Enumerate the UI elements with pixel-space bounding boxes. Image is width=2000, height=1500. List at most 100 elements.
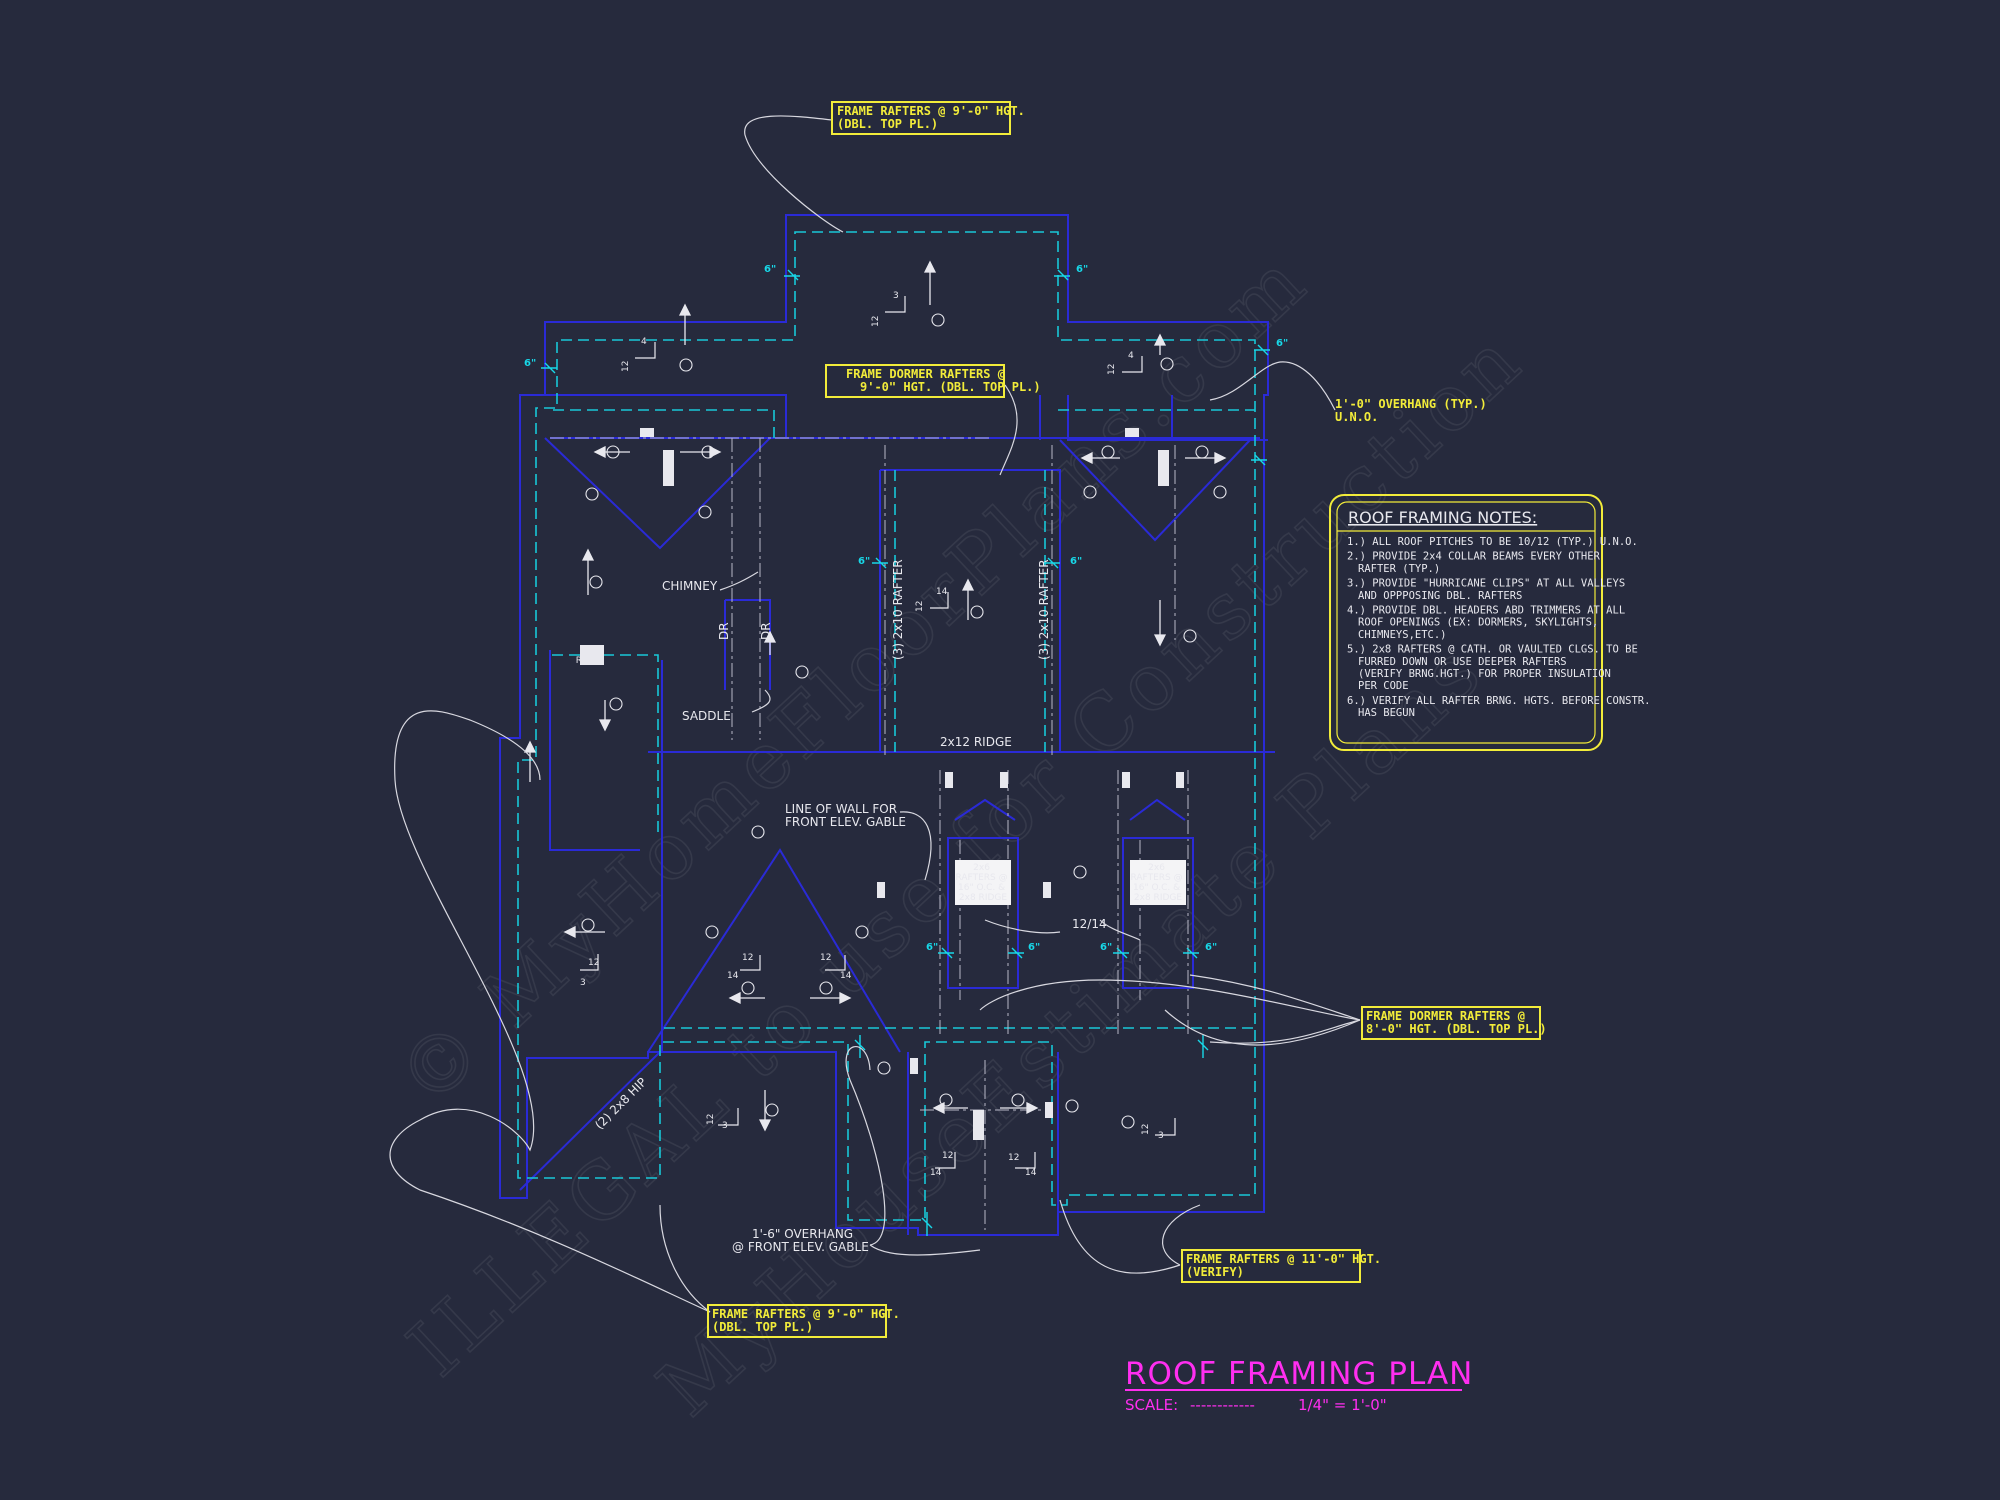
notes-list: 1.) ALL ROOF PITCHES TO BE 10/12 (TYP.) … bbox=[1347, 536, 1650, 719]
header-blocks bbox=[580, 428, 1184, 1140]
pitch-run-7: 12 bbox=[820, 953, 831, 963]
ridge-box-size: 2x6 bbox=[582, 646, 599, 656]
pitch-run-1: 12 bbox=[871, 316, 881, 327]
ridge-2x12-label: 2x12 RIDGE bbox=[940, 735, 1012, 749]
dormer-box-line-1b: 2x6 bbox=[1148, 863, 1165, 873]
eave-lines bbox=[517, 231, 1256, 1221]
callout-rafters-bottom-line-1: FRAME RAFTERS @ 9'-0" HGT. bbox=[712, 1307, 900, 1321]
pitch-run-8: 12 bbox=[706, 1114, 716, 1125]
callout-overhang-typ-line-1: 1'-0" OVERHANG (TYP.) bbox=[1335, 397, 1487, 411]
dormer-box-line-3b: 16" O.C. & bbox=[1133, 883, 1180, 893]
dormer-box-line-2b: RAFTERS @ bbox=[1131, 873, 1183, 883]
dormer-box-line-2: RAFTERS @ bbox=[956, 873, 1008, 883]
callout-front-overhang-line-2: @ FRONT ELEV. GABLE bbox=[732, 1240, 869, 1254]
scale-value: 1/4" = 1'-0" bbox=[1298, 1396, 1387, 1414]
callout-overhang-typ: 1'-0" OVERHANG (TYP.) U.N.O. bbox=[1335, 397, 1487, 424]
note-6-line-1: 6.) VERIFY ALL RAFTER BRNG. HGTS. BEFORE… bbox=[1347, 695, 1650, 707]
dormer-box-line-3: 16" O.C. & bbox=[958, 883, 1005, 893]
callout-front-overhang-line-1: 1'-6" OVERHANG bbox=[752, 1227, 853, 1241]
pitch-rise-11: 14 bbox=[1025, 1168, 1037, 1178]
callout-dormer-top: FRAME DORMER RAFTERS @ 9'-0" HGT. (DBL. … bbox=[825, 364, 1041, 398]
pitch-run-5: 12 bbox=[588, 958, 599, 968]
callout-rafters-bottom-line-2: (DBL. TOP PL.) bbox=[712, 1320, 813, 1334]
note-5-line-3: (VERIFY BRNG.HGT.) FOR PROPER INSULATION bbox=[1358, 668, 1611, 680]
scale-dashes: ------------ bbox=[1190, 1396, 1255, 1414]
pitch-run-9: 12 bbox=[1141, 1124, 1151, 1135]
note-3-line-1: 3.) PROVIDE "HURRICANE CLIPS" AT ALL VAL… bbox=[1347, 578, 1625, 590]
framing-lines bbox=[550, 437, 1189, 1230]
pitch-run-10: 12 bbox=[942, 1151, 953, 1161]
dormer-right: 2x6 RAFTERS @ 16" O.C. & 2x8 RIDGE bbox=[1122, 837, 1194, 989]
pitch-rise-10: 14 bbox=[930, 1168, 942, 1178]
ridge-box-label: RIDGE bbox=[576, 656, 605, 666]
note-3-line-2: AND OPPPOSING DBL. RAFTERS bbox=[1358, 590, 1522, 602]
note-2-line-2: RAFTER (TYP.) bbox=[1358, 563, 1440, 575]
overhang-label-7: 6" bbox=[926, 942, 938, 953]
note-4-line-3: CHIMNEYS,ETC.) bbox=[1358, 629, 1447, 641]
overhang-label-1: 6" bbox=[764, 264, 776, 275]
notes-heading: ROOF FRAMING NOTES: bbox=[1348, 508, 1537, 527]
drawing-title: ROOF FRAMING PLAN bbox=[1125, 1356, 1473, 1392]
pitch-rise-6: 14 bbox=[727, 971, 739, 981]
line-of-wall-label-2: FRONT ELEV. GABLE bbox=[785, 815, 906, 829]
callout-top-rafters: FRAME RAFTERS @ 9'-0" HGT. (DBL. TOP PL.… bbox=[831, 101, 1025, 135]
overhang-label-3: 6" bbox=[524, 358, 536, 369]
ridge-box: 2x6 RIDGE bbox=[576, 646, 605, 666]
overhang-ticks bbox=[541, 269, 1270, 1236]
line-of-wall-label-1: LINE OF WALL FOR bbox=[785, 802, 897, 816]
callout-dormer-top-line-2: 9'-0" HGT. (DBL. TOP PL.) bbox=[860, 380, 1041, 394]
pitch-run-4: 12 bbox=[915, 601, 925, 612]
pitch-symbols bbox=[580, 296, 1176, 1169]
svg-text:2x6 RAFTERS @ 16": 2x6 RAFTERS @ 16" O.C. & 2x8 RIDGE bbox=[956, 863, 1011, 903]
rafter-label-left: (3) 2x10 RAFTER bbox=[891, 559, 905, 660]
pitch-rise-3: 4 bbox=[1128, 351, 1134, 361]
callout-overhang-typ-line-2: U.N.O. bbox=[1335, 410, 1378, 424]
note-5-line-1: 5.) 2x8 RAFTERS @ CATH. OR VAULTED CLGS.… bbox=[1347, 644, 1638, 656]
overhang-label-8: 6" bbox=[1028, 942, 1040, 953]
note-2-line-1: 2.) PROVIDE 2x4 COLLAR BEAMS EVERY OTHER bbox=[1347, 551, 1601, 563]
pitch-rise-7: 14 bbox=[840, 971, 852, 981]
callout-top-rafters-line-1: FRAME RAFTERS @ 9'-0" HGT. bbox=[837, 104, 1025, 118]
overhang-labels: 6" 6" 6" 6" 6" 6" 6" 6" 6" 6" bbox=[524, 264, 1288, 953]
dormer-box-line-4b: 2x8 RIDGE bbox=[1134, 893, 1182, 903]
callout-rafters-11-line-2: (VERIFY) bbox=[1186, 1265, 1244, 1279]
saddle-label: SADDLE bbox=[682, 709, 731, 723]
note-5-line-2: FURRED DOWN OR USE DEEPER RAFTERS bbox=[1358, 656, 1567, 668]
note-4-line-1: 4.) PROVIDE DBL. HEADERS ABD TRIMMERS AT… bbox=[1347, 605, 1625, 617]
watermark-line-2: ILLEGAL to use for Construction bbox=[392, 313, 1541, 1393]
scale-label: SCALE: bbox=[1125, 1396, 1178, 1414]
overhang-label-9: 6" bbox=[1100, 942, 1112, 953]
roof-framing-notes: ROOF FRAMING NOTES: 1.) ALL ROOF PITCHES… bbox=[1329, 494, 1650, 751]
overhang-label-5: 6" bbox=[858, 556, 870, 567]
overhang-label-2: 6" bbox=[1076, 264, 1088, 275]
leader-lines bbox=[389, 115, 1361, 1313]
pitch-rise-5: 3 bbox=[580, 978, 586, 988]
overhang-label-10: 6" bbox=[1205, 942, 1217, 953]
pitch-rise-1: 3 bbox=[893, 291, 899, 301]
callout-rafters-11-line-1: FRAME RAFTERS @ 11'-0" HGT. bbox=[1186, 1252, 1381, 1266]
note-6-line-2: HAS BEGUN bbox=[1358, 707, 1415, 719]
pitch-run-2: 12 bbox=[621, 361, 631, 372]
rafter-label-right: (3) 2x10 RAFTER bbox=[1037, 559, 1051, 660]
pitch-run-6: 12 bbox=[742, 953, 753, 963]
callout-front-overhang: 1'-6" OVERHANG @ FRONT ELEV. GABLE bbox=[732, 1227, 869, 1254]
dr-label-1: DR bbox=[717, 622, 731, 640]
pitch-rise-2: 4 bbox=[641, 337, 647, 347]
pitch-rise-4: 14 bbox=[936, 587, 948, 597]
overhang-label-4: 6" bbox=[1276, 338, 1288, 349]
callout-dormer-right-line-1: FRAME DORMER RAFTERS @ bbox=[1366, 1009, 1525, 1023]
pitch-run-3: 12 bbox=[1107, 364, 1117, 375]
callout-dormer-right-line-2: 8'-0" HGT. (DBL. TOP PL.) bbox=[1366, 1022, 1547, 1036]
callout-dormer-right: FRAME DORMER RAFTERS @ 8'-0" HGT. (DBL. … bbox=[1361, 1006, 1547, 1040]
drawing-title-block: ROOF FRAMING PLAN SCALE: ------------ 1/… bbox=[1125, 1356, 1473, 1414]
svg-text:2x6 RAFTERS @ 16": 2x6 RAFTERS @ 16" O.C. & 2x8 RIDGE bbox=[1131, 863, 1186, 903]
pitch-run-11: 12 bbox=[1008, 1153, 1019, 1163]
overhang-label-6: 6" bbox=[1070, 556, 1082, 567]
callout-rafters-bottom: FRAME RAFTERS @ 9'-0" HGT. (DBL. TOP PL.… bbox=[707, 1304, 900, 1338]
callout-dormer-top-line-1: FRAME DORMER RAFTERS @ bbox=[846, 367, 1005, 381]
pitch-rise-8: 3 bbox=[722, 1121, 728, 1131]
note-5-line-4: PER CODE bbox=[1358, 680, 1409, 692]
circle-markers bbox=[581, 313, 1227, 1129]
note-1-line-1: 1.) ALL ROOF PITCHES TO BE 10/12 (TYP.) … bbox=[1347, 536, 1638, 548]
pitch-12-14-label: 12/14 bbox=[1072, 917, 1107, 931]
